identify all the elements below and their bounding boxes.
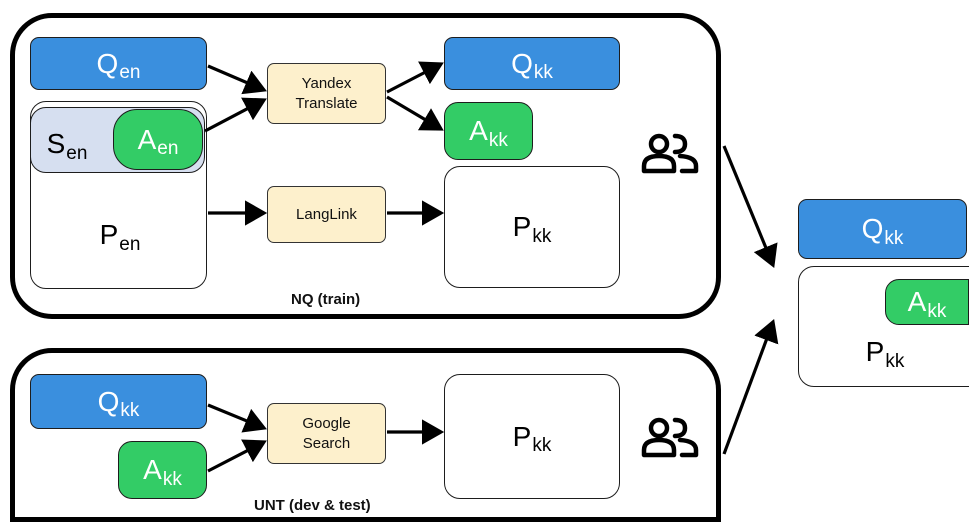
langlink-box: LangLink — [267, 186, 386, 243]
arrow-q-en-to-translate — [207, 64, 267, 95]
passage-kk-unt-letter: P — [512, 420, 532, 452]
google-search-box: Google Search — [267, 403, 386, 464]
output-passage-kk-subscript: kk — [885, 350, 905, 372]
yandex-translate-box: Yandex Translate — [267, 63, 386, 124]
arrow-translate-to-q-kk — [386, 61, 444, 94]
langlink-label: LangLink — [296, 205, 357, 223]
arrow-a-en-to-translate — [204, 97, 267, 133]
answer-en-letter: A — [137, 123, 157, 155]
question-en-subscript: en — [119, 62, 141, 83]
arrow-q-kk-to-search — [207, 403, 267, 433]
output-question-kk-letter: Q — [861, 213, 884, 244]
yandex-translate-line1: Yandex — [301, 74, 352, 92]
question-kk-letter: Q — [511, 47, 533, 79]
sentence-en-letter: S — [46, 128, 66, 159]
people-icon — [641, 133, 699, 174]
output-answer-kk-letter: A — [907, 286, 927, 317]
arrow-unt-to-output — [722, 319, 779, 455]
nq-train-caption: NQ (train) — [291, 291, 361, 308]
unt-caption: UNT (dev & test) — [254, 497, 371, 514]
answer-kk-letter: A — [469, 115, 488, 146]
output-answer-kk-subscript: kk — [927, 300, 947, 322]
question-kk-unt-subscript: kk — [120, 400, 140, 421]
question-kk-unt-letter: Q — [97, 385, 120, 417]
answer-en-subscript: en — [157, 138, 179, 159]
question-kk-subscript: kk — [533, 62, 553, 83]
output-question-kk-subscript: kk — [884, 227, 904, 249]
answer-kk-unt-subscript: kk — [162, 468, 182, 490]
question-en-letter: Q — [96, 47, 119, 79]
yandex-translate-line2: Translate — [295, 94, 358, 112]
passage-kk-unt-subscript: kk — [532, 435, 552, 456]
passage-en-subscript: en — [119, 233, 141, 255]
answer-kk-unt-letter: A — [143, 454, 162, 485]
arrow-a-kk-to-search — [207, 439, 267, 473]
answer-kk-subscript: kk — [488, 129, 508, 151]
passage-en-letter: P — [99, 219, 119, 250]
google-search-line1: Google — [302, 414, 351, 432]
arrow-nq-to-output — [722, 145, 778, 268]
sentence-en-subscript: en — [66, 142, 88, 164]
passage-kk-letter: P — [512, 211, 532, 242]
people-icon — [641, 417, 699, 458]
arrow-translate-to-a-kk — [386, 95, 444, 131]
passage-kk-subscript: kk — [532, 225, 552, 247]
output-passage-kk-letter: P — [865, 336, 885, 367]
google-search-line2: Search — [302, 434, 351, 452]
